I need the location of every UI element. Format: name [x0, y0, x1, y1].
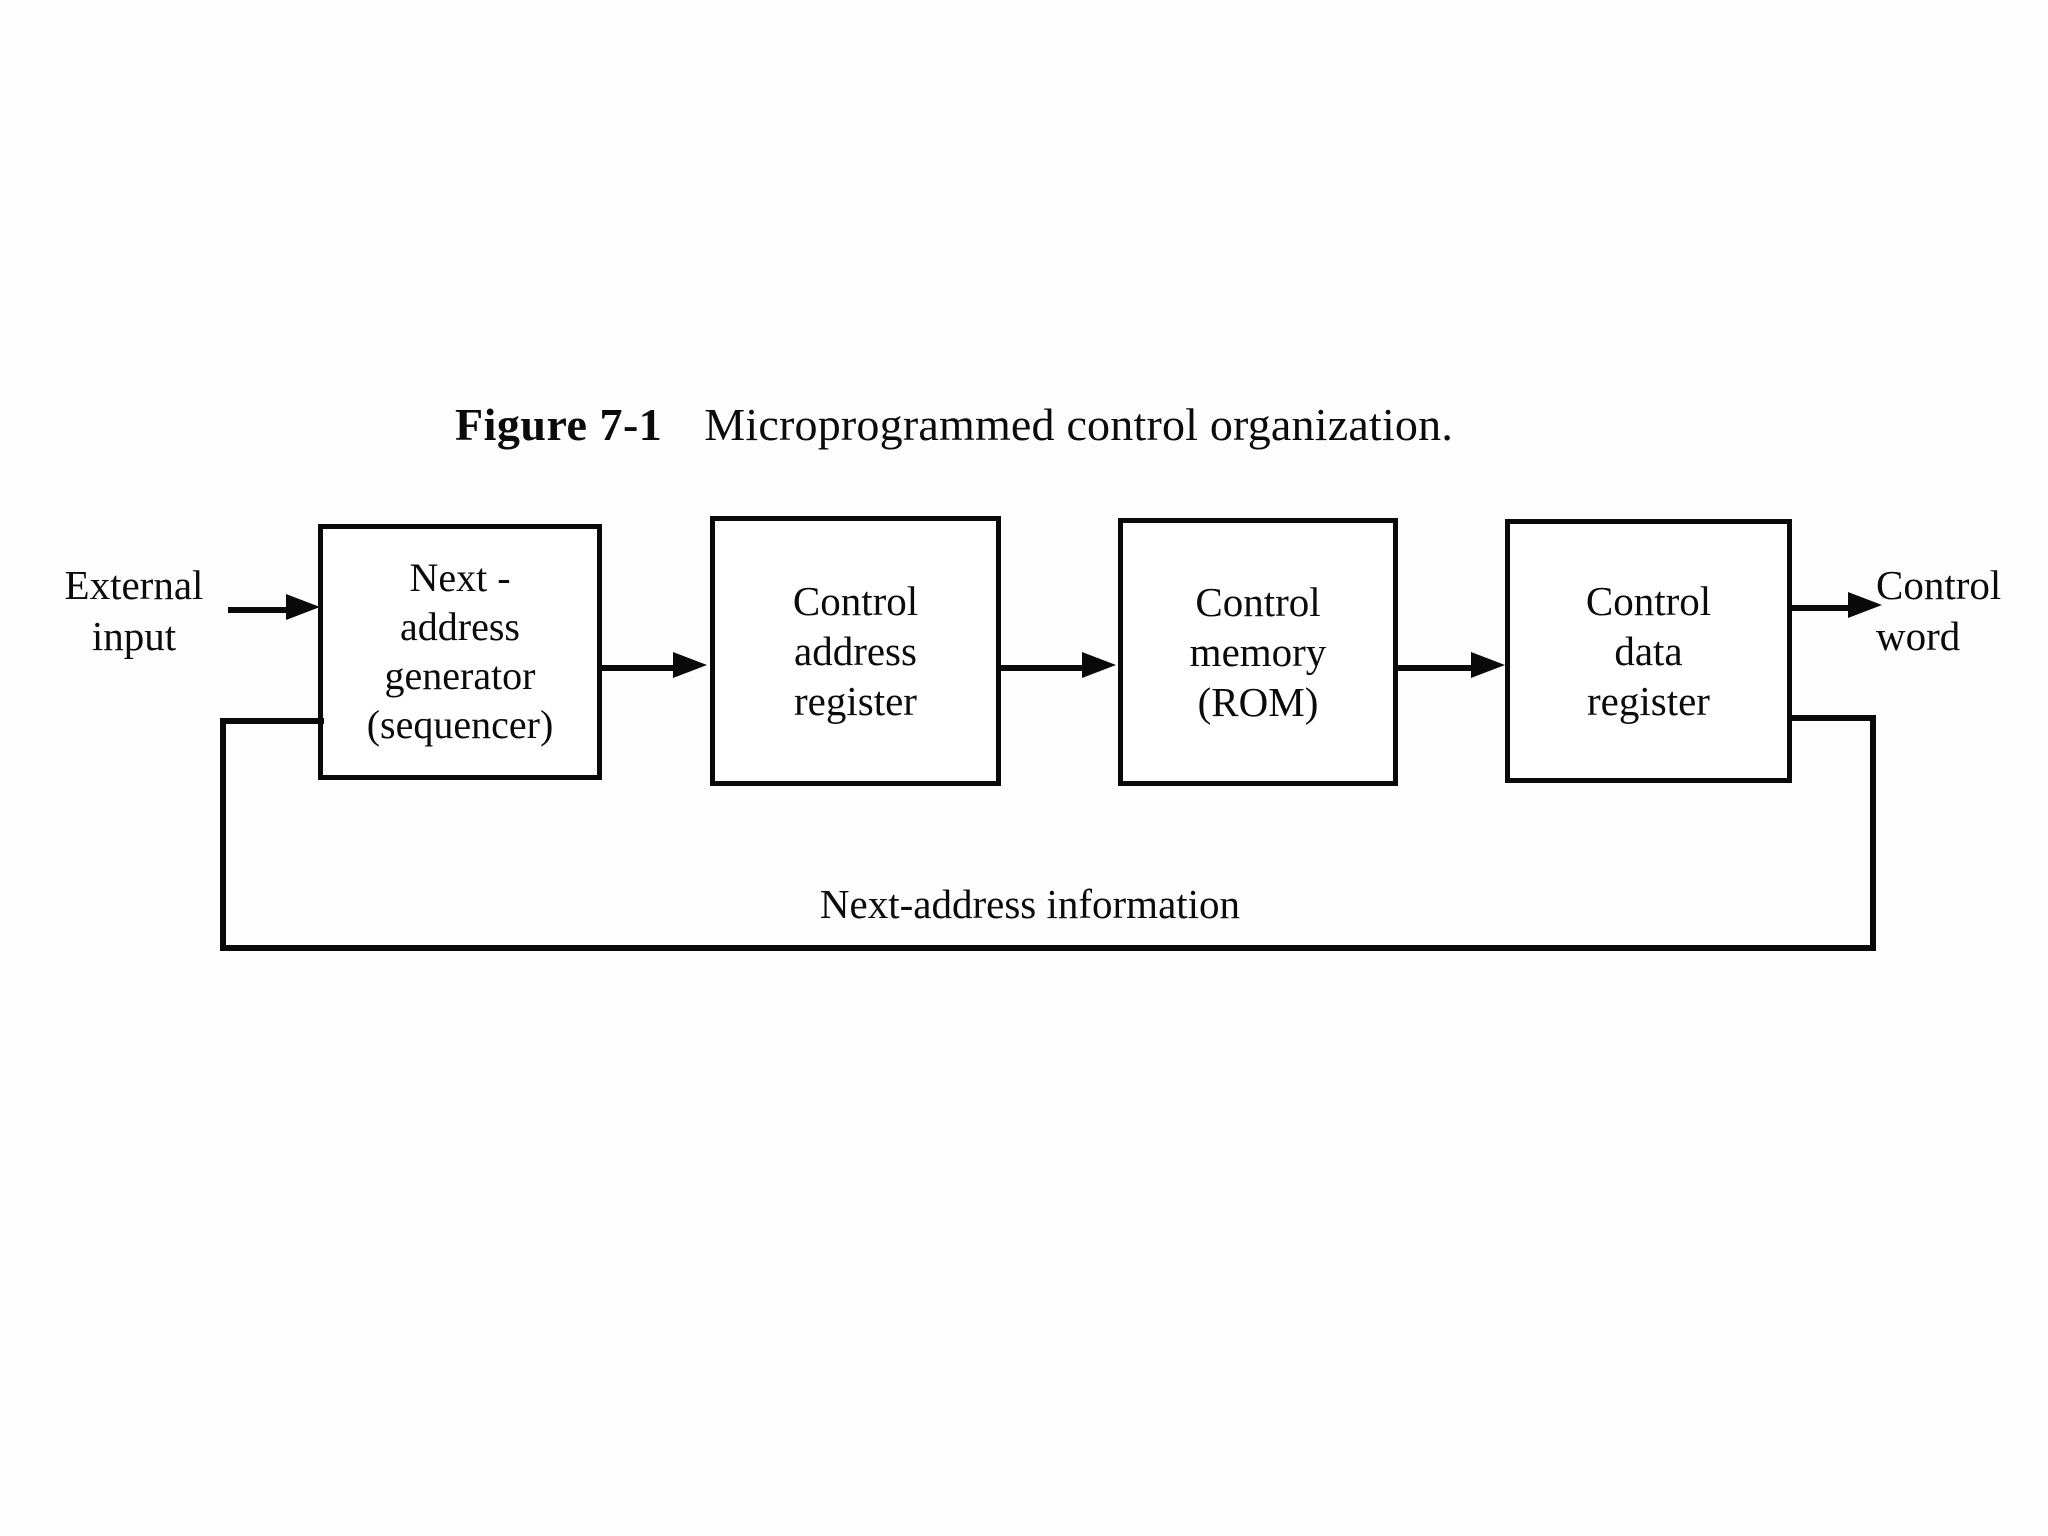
control-word-label: Control word [1876, 562, 2002, 660]
wire-control-word-output [1792, 605, 1852, 611]
block-control-memory: Control memory (ROM) [1118, 518, 1398, 786]
figure-caption: Microprogrammed control organization. [704, 399, 1454, 450]
wire-feedback-left-vertical [220, 718, 226, 951]
arrowhead-cm-to-cdr [1471, 652, 1505, 678]
block-control-address-register-label: Control address register [792, 577, 919, 724]
block-control-data-register-label: Control data register [1585, 577, 1712, 724]
arrowhead-control-word [1848, 592, 1882, 618]
arrowhead-external-input [286, 594, 320, 620]
wire-seq-to-car [601, 665, 677, 671]
block-next-address-generator-label: Next - address generator (sequencer) [366, 555, 554, 747]
wire-feedback-left-stub [220, 718, 324, 724]
arrowhead-seq-to-car [673, 652, 707, 678]
block-control-memory-label: Control memory (ROM) [1189, 578, 1327, 725]
external-input-label: External input [64, 562, 204, 660]
wire-cm-to-cdr [1397, 665, 1475, 671]
block-control-data-register: Control data register [1505, 519, 1792, 783]
wire-car-to-cm [1000, 665, 1084, 671]
arrowhead-car-to-cm [1082, 652, 1116, 678]
block-next-address-generator: Next - address generator (sequencer) [318, 524, 602, 780]
figure-number: Figure 7-1 [455, 399, 663, 450]
wire-feedback-right-vertical [1870, 715, 1876, 951]
wire-external-input [228, 607, 290, 613]
block-control-address-register: Control address register [710, 516, 1001, 786]
wire-feedback-bottom [220, 945, 1876, 951]
next-address-information-label: Next-address information [819, 881, 1241, 927]
figure-title: Figure 7-1 Microprogrammed control organi… [455, 399, 1655, 451]
wire-feedback-right-stub [1792, 715, 1876, 721]
